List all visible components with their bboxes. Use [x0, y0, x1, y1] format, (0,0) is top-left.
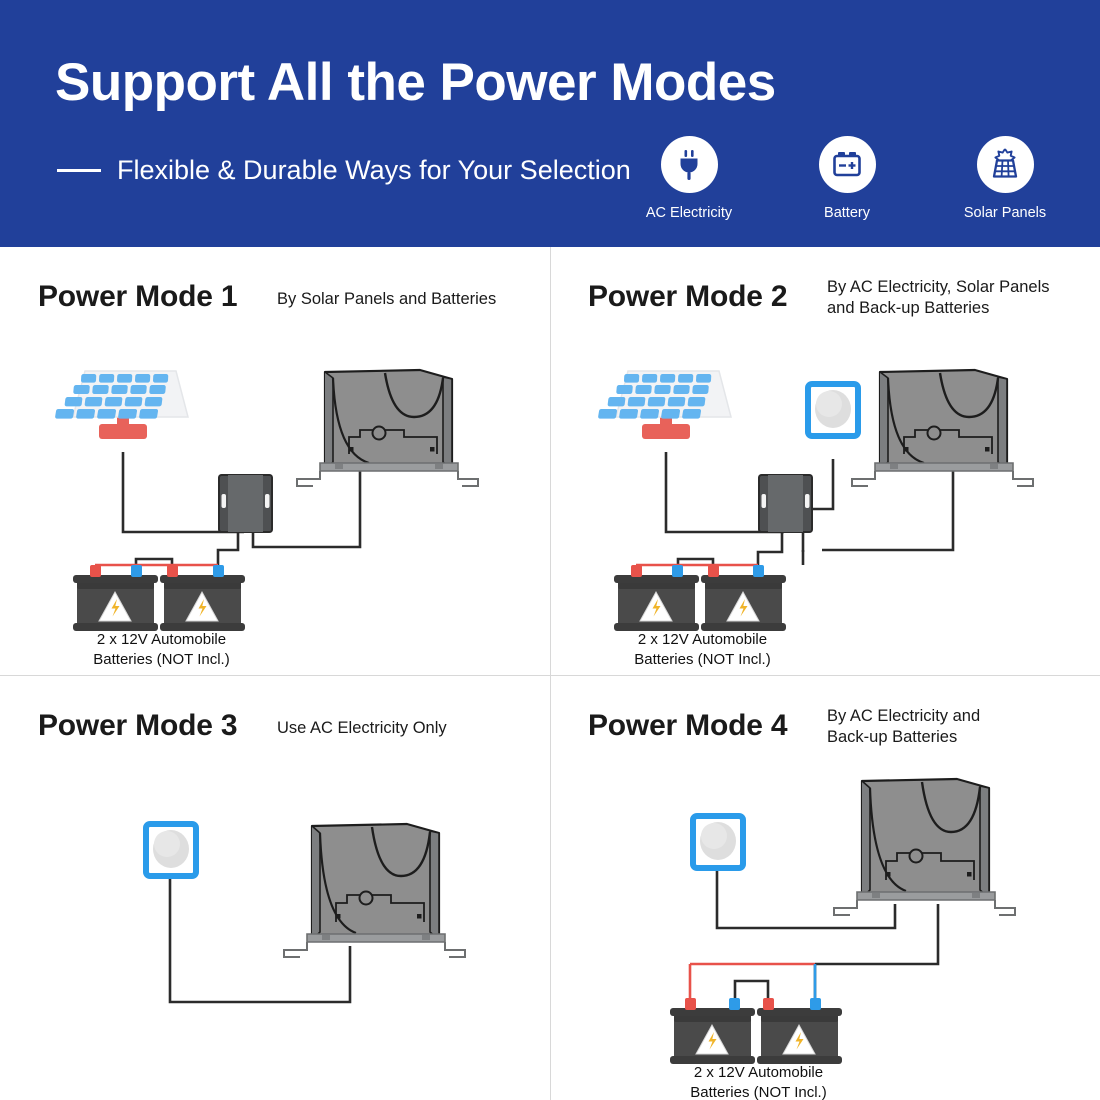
power-mode-2-title: Power Mode 2	[588, 280, 788, 313]
plug-icon	[660, 136, 718, 193]
battery-caption-line-1: 2 x 12V Automobile	[637, 631, 768, 648]
battery-caption-line-2: Batteries (NOT Incl.)	[93, 650, 230, 668]
header-icon-label: Solar Panels	[963, 205, 1047, 221]
battery-terminal-negative	[213, 565, 224, 577]
battery-caption-line-1: 2 x 12V Automobile	[96, 631, 227, 648]
header-icon-ac-electricity: AC Electricity	[634, 136, 744, 221]
power-mode-2-panel: Power Mode 2 By AC Electricity, Solar Pa…	[550, 247, 1100, 675]
gate-opener-device-graphic	[296, 368, 479, 487]
ac-outlet-graphic	[143, 821, 199, 879]
subtitle-dash-decoration	[57, 169, 101, 172]
power-mode-2-subtitle-line-1: By AC Electricity, Solar Panels	[827, 278, 1050, 296]
power-mode-3-subtitle: Use AC Electricity Only	[277, 719, 447, 737]
power-modes-grid: Power Mode 1 By Solar Panels and Batteri…	[0, 247, 1100, 1100]
grid-vertical-divider	[550, 247, 551, 1100]
header-icon-solar-panels: Solar Panels	[950, 136, 1060, 221]
solar-cells	[55, 374, 169, 419]
power-mode-2-diagram	[598, 368, 1034, 631]
battery-pair-graphic	[73, 565, 245, 631]
battery-caption-line-1: 2 x 12V Automobile	[693, 1064, 824, 1081]
gate-opener-device-graphic	[833, 777, 1016, 916]
power-mode-1-subtitle: By Solar Panels and Batteries	[277, 290, 497, 308]
gate-opener-device-graphic	[851, 368, 1034, 487]
battery-terminal-positive	[763, 998, 774, 1010]
ac-outlet-graphic	[690, 813, 746, 871]
battery-caption-line-2: Batteries (NOT Incl.)	[634, 650, 771, 668]
header-icon-battery: Battery	[792, 136, 902, 221]
power-mode-2-subtitle: By AC Electricity, Solar Panels and Back…	[827, 277, 1092, 318]
battery-icon	[818, 136, 876, 193]
power-mode-4-title: Power Mode 4	[588, 709, 788, 742]
battery-caption-line-2: Batteries (NOT Incl.)	[690, 1083, 827, 1100]
battery-unit	[757, 998, 842, 1064]
battery-terminal-positive	[90, 565, 101, 577]
battery-unit	[701, 565, 786, 631]
battery-terminal-negative	[672, 565, 683, 577]
power-mode-1-diagram	[55, 368, 479, 631]
battery-terminal-positive	[631, 565, 642, 577]
battery-pair-graphic	[670, 998, 842, 1064]
power-mode-4-diagram	[670, 777, 1016, 1064]
header-icon-label: Battery	[824, 205, 870, 221]
controller-box-graphic	[758, 474, 813, 533]
page-title: Support All the Power Modes	[55, 53, 776, 112]
battery-unit	[614, 565, 699, 631]
gate-opener-device-graphic	[283, 822, 466, 958]
battery-terminal-positive	[167, 565, 178, 577]
battery-terminal-negative	[753, 565, 764, 577]
grid-horizontal-divider	[0, 675, 1100, 676]
battery-terminal-negative	[729, 998, 740, 1010]
solar-panel-graphic	[598, 370, 732, 439]
battery-pair-graphic	[614, 565, 786, 631]
battery-caption: 2 x 12V Automobile Batteries (NOT Incl.)	[79, 630, 244, 669]
battery-terminal-positive	[685, 998, 696, 1010]
solar-stand-base	[642, 424, 690, 439]
power-mode-3-panel: Power Mode 3 Use AC Electricity Only	[0, 676, 550, 1100]
battery-caption: 2 x 12V Automobile Batteries (NOT Incl.)	[620, 630, 785, 669]
solar-panel-icon	[976, 136, 1034, 193]
power-mode-4-subtitle-line-2: Back-up Batteries	[827, 727, 958, 746]
solar-cells	[598, 374, 712, 419]
battery-terminal-negative	[810, 998, 821, 1010]
power-mode-1-panel: Power Mode 1 By Solar Panels and Batteri…	[0, 247, 550, 675]
solar-stand-base	[99, 424, 147, 439]
header-subtitle: Flexible & Durable Ways for Your Selecti…	[117, 155, 631, 185]
power-mode-3-diagram	[143, 821, 466, 1004]
power-mode-2-subtitle-line-2: and Back-up Batteries	[827, 298, 990, 317]
power-mode-1-title: Power Mode 1	[38, 280, 238, 313]
controller-box-graphic	[218, 474, 273, 533]
battery-unit	[160, 565, 245, 631]
battery-terminal-negative	[131, 565, 142, 577]
ac-outlet-graphic	[805, 381, 861, 439]
power-mode-4-panel: Power Mode 4 By AC Electricity and Back-…	[550, 676, 1100, 1100]
battery-caption: 2 x 12V Automobile Batteries (NOT Incl.)	[676, 1063, 841, 1100]
power-mode-3-title: Power Mode 3	[38, 709, 238, 742]
solar-panel-graphic	[55, 370, 189, 439]
power-mode-4-subtitle: By AC Electricity and Back-up Batteries	[827, 706, 1077, 747]
power-mode-4-subtitle-line-1: By AC Electricity and	[827, 707, 981, 725]
battery-unit	[73, 565, 158, 631]
header-icon-label: AC Electricity	[645, 205, 733, 221]
wire-group	[121, 452, 362, 575]
wire-group	[168, 874, 352, 1004]
header-banner: Support All the Power Modes Flexible & D…	[0, 0, 1100, 247]
header-subtitle-row: Flexible & Durable Ways for Your Selecti…	[57, 155, 631, 186]
battery-terminal-positive	[708, 565, 719, 577]
battery-unit	[670, 998, 755, 1064]
header-icon-row: AC Electricity Battery	[634, 136, 1060, 221]
